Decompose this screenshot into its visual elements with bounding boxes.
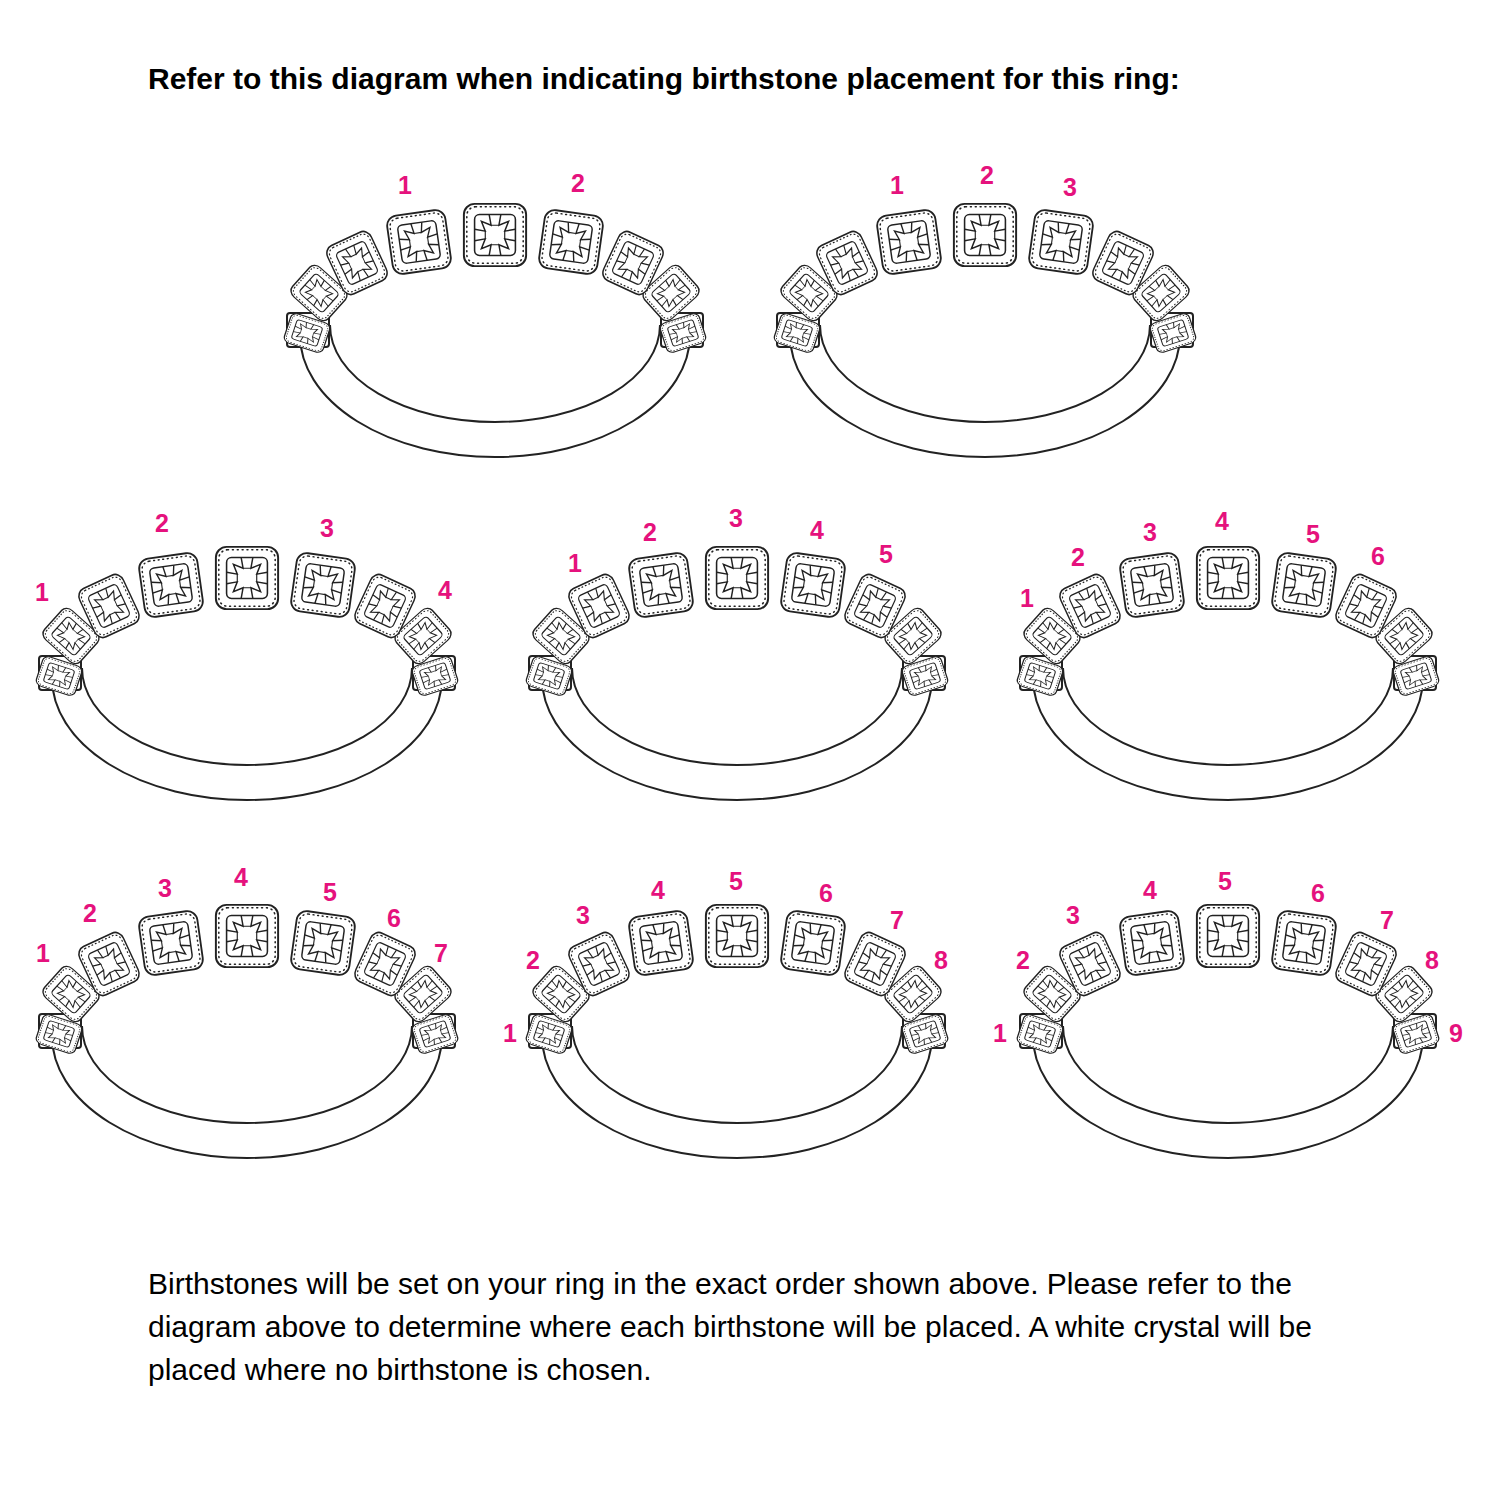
position-number: 3 [320, 516, 334, 541]
ring-drawing [35, 905, 459, 1158]
position-number: 5 [879, 542, 893, 567]
position-number: 2 [526, 948, 540, 973]
position-number: 2 [1016, 948, 1030, 973]
position-number: 2 [980, 163, 994, 188]
position-number: 1 [503, 1021, 517, 1046]
ring-drawing [773, 204, 1197, 457]
ring-drawing [35, 547, 459, 800]
ring-drawing [1016, 547, 1440, 800]
position-number: 4 [1215, 509, 1229, 534]
position-number: 4 [438, 578, 452, 603]
ring-drawing [525, 905, 949, 1158]
ring-drawing [1016, 905, 1440, 1158]
position-number: 5 [729, 869, 743, 894]
position-number: 2 [155, 511, 169, 536]
position-number: 3 [1063, 175, 1077, 200]
position-number: 7 [890, 908, 904, 933]
position-number: 3 [1143, 520, 1157, 545]
position-number: 6 [1311, 881, 1325, 906]
position-number: 9 [1449, 1021, 1463, 1046]
position-number: 1 [993, 1021, 1007, 1046]
position-number: 4 [810, 518, 824, 543]
position-number: 3 [576, 903, 590, 928]
position-number: 4 [234, 865, 248, 890]
caption: Birthstones will be set on your ring in … [148, 1262, 1373, 1391]
position-number: 5 [1306, 522, 1320, 547]
position-number: 4 [1143, 878, 1157, 903]
position-number: 6 [1371, 544, 1385, 569]
position-number: 7 [1380, 908, 1394, 933]
position-number: 8 [934, 948, 948, 973]
position-number: 2 [83, 901, 97, 926]
position-number: 2 [643, 520, 657, 545]
position-number: 3 [729, 506, 743, 531]
position-number: 5 [323, 880, 337, 905]
position-number: 3 [1066, 903, 1080, 928]
position-number: 1 [568, 551, 582, 576]
position-number: 1 [398, 173, 412, 198]
position-number: 1 [36, 941, 50, 966]
position-number: 5 [1218, 869, 1232, 894]
position-number: 1 [35, 580, 49, 605]
position-number: 6 [819, 881, 833, 906]
position-number: 2 [571, 171, 585, 196]
position-number: 1 [890, 173, 904, 198]
position-number: 8 [1425, 948, 1439, 973]
position-number: 4 [651, 878, 665, 903]
position-number: 1 [1020, 586, 1034, 611]
heading: Refer to this diagram when indicating bi… [148, 62, 1180, 96]
position-number: 7 [434, 941, 448, 966]
position-number: 6 [387, 906, 401, 931]
position-number: 3 [158, 876, 172, 901]
position-number: 2 [1071, 545, 1085, 570]
ring-drawing [283, 204, 707, 457]
ring-drawing [525, 547, 949, 800]
